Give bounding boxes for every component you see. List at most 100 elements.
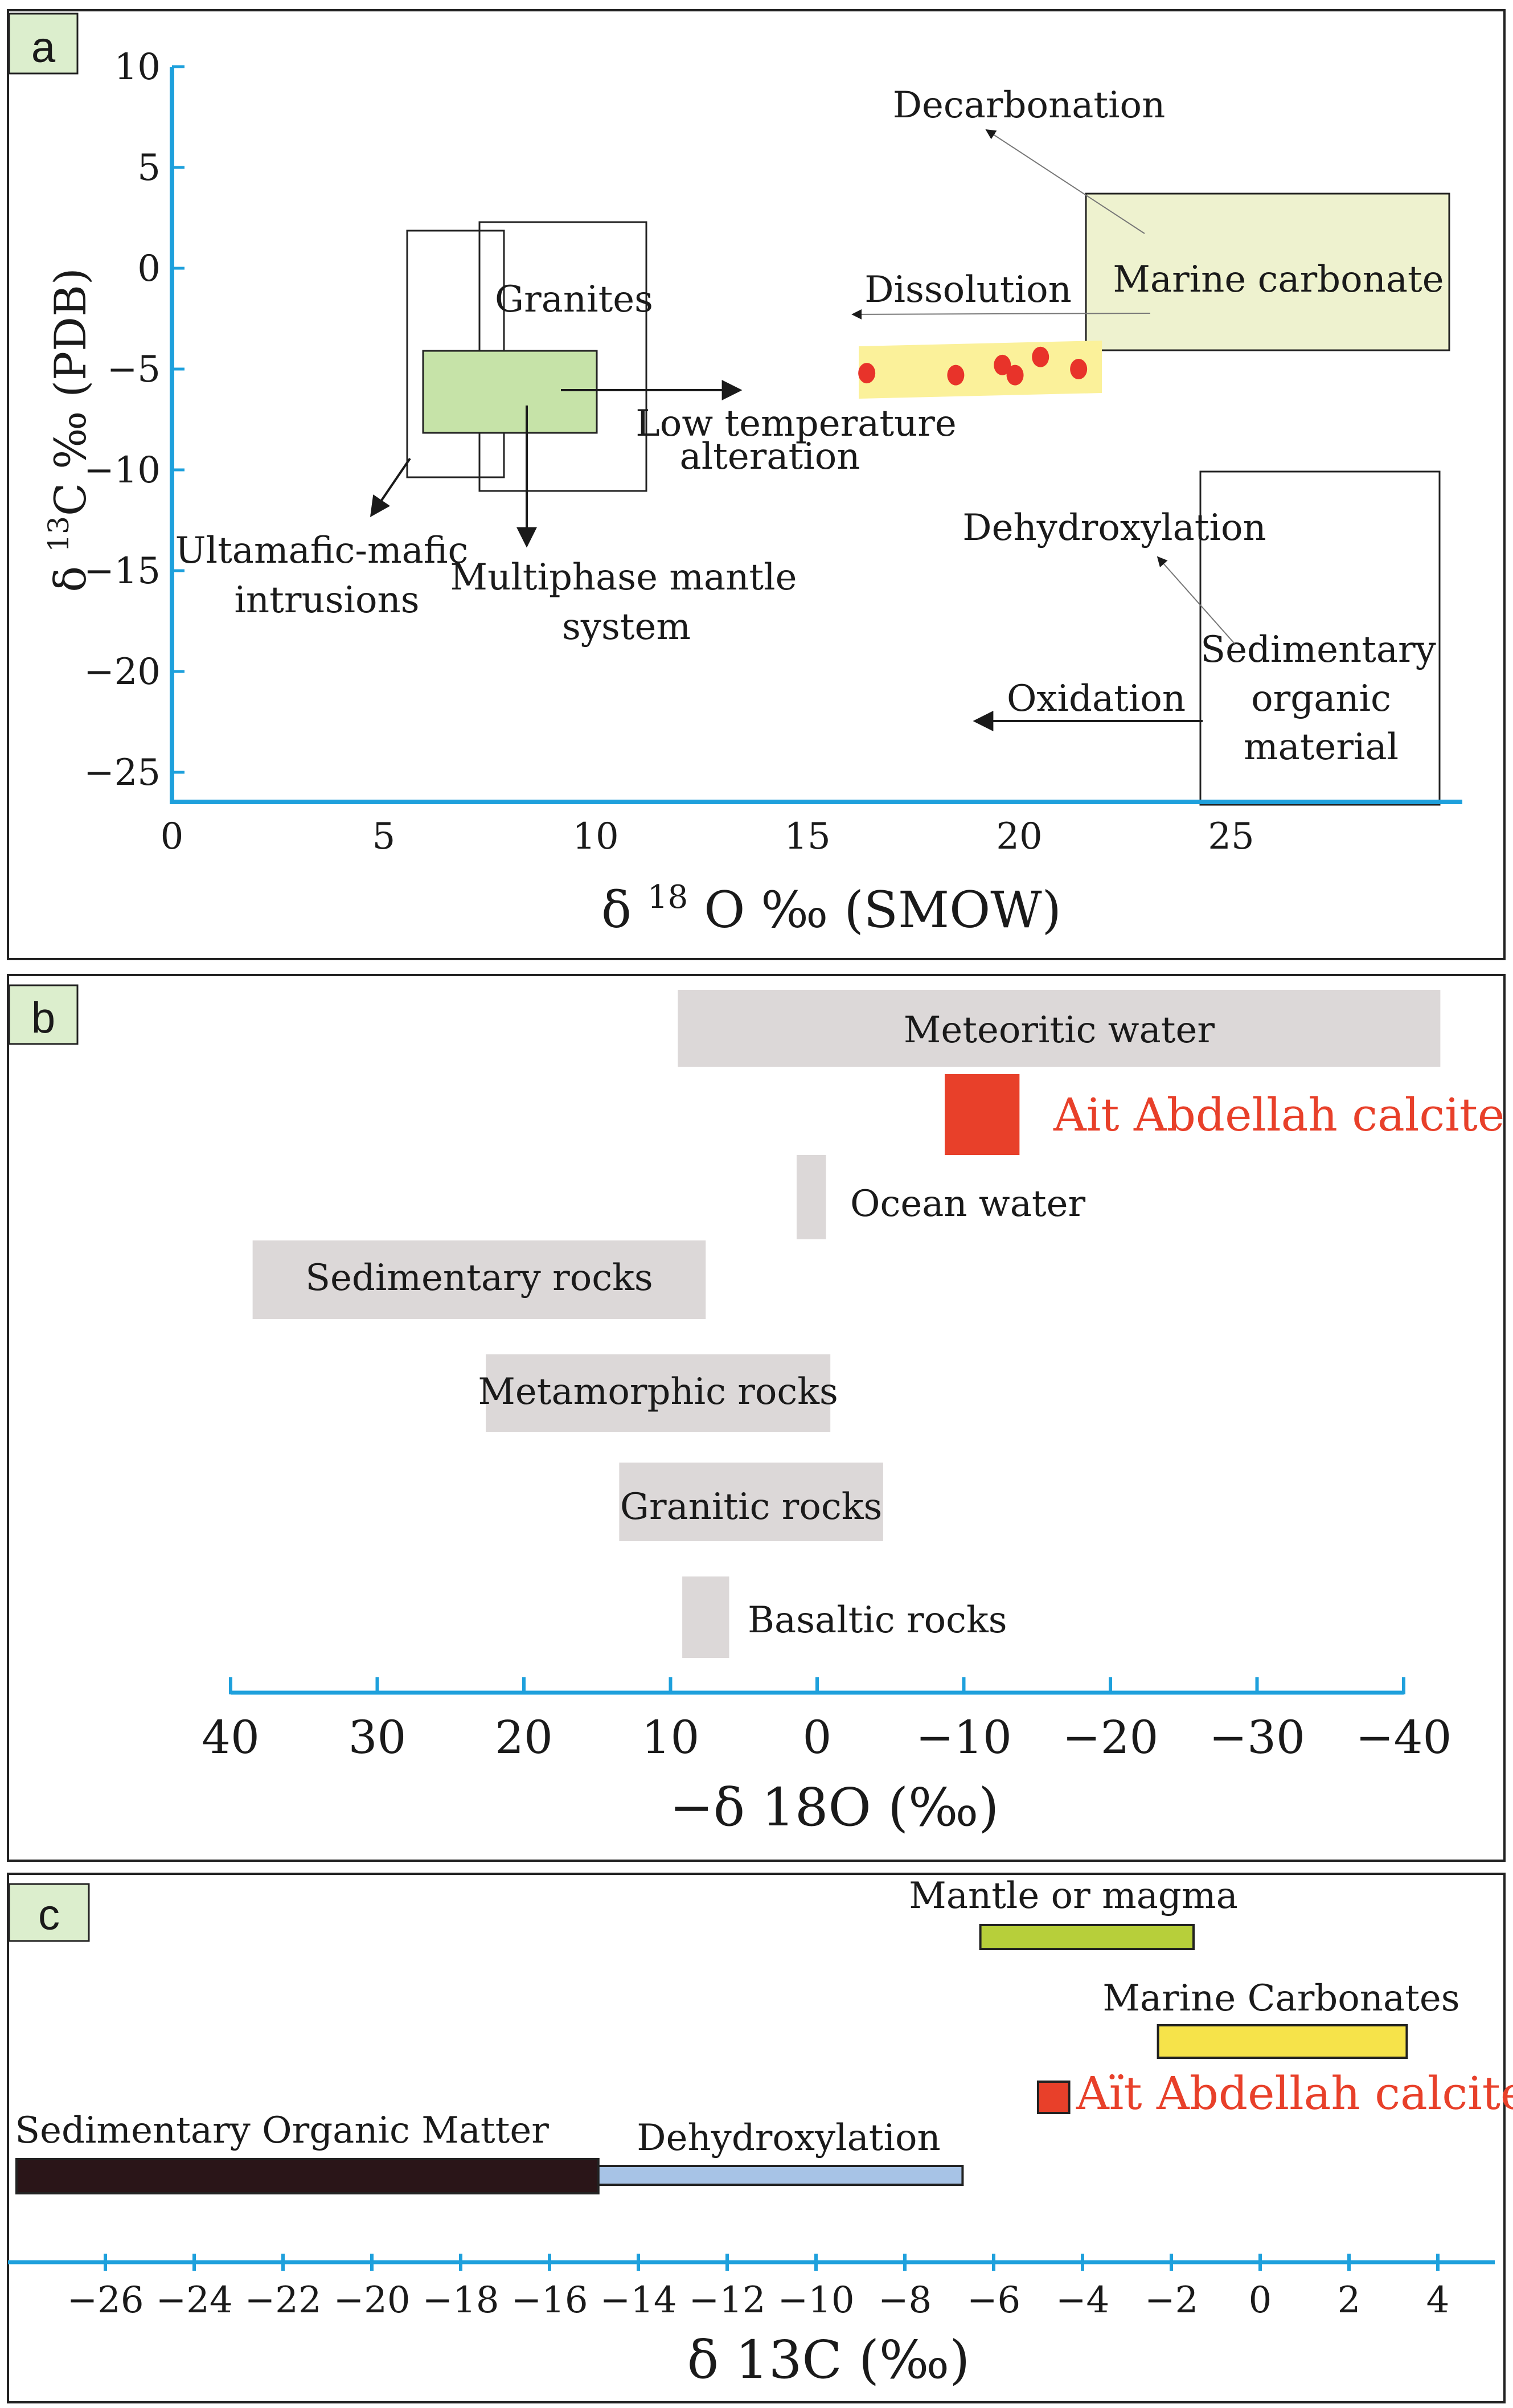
sample-point — [1070, 359, 1088, 379]
range-label-ait-abdellah-calcite: Ait Abdellah calcite — [1053, 1088, 1504, 1141]
panel-c-x-tick-label: −16 — [511, 2279, 588, 2321]
sample-point — [947, 365, 965, 386]
panel-a-y-title: δ 13C ‰ (PDB) — [42, 268, 96, 592]
panel-a-x-tick-label: 0 — [161, 816, 184, 858]
panel-a-x-tick-label: 10 — [572, 816, 618, 858]
panel-b-x-tick-label: −30 — [1209, 1711, 1305, 1764]
label-sed-org-3: material — [1244, 726, 1399, 768]
panel-c-tag — [8, 1883, 90, 1942]
label-ultramafic-1: Ultamafic-mafic — [175, 530, 469, 572]
range-bar-meteoritic-water — [678, 990, 1441, 1067]
range-label-metamorphic-rocks: Metamorphic rocks — [478, 1371, 838, 1413]
panel-a-x-tick-label: 20 — [996, 816, 1042, 858]
range-label-mantle-or-magma: Mantle or magma — [909, 1875, 1237, 1917]
panel-c-frame — [7, 1873, 1506, 2403]
sample-point — [1006, 365, 1024, 386]
panel-b-x-tick-label: 0 — [803, 1711, 832, 1764]
label-sed-org-2: organic — [1251, 678, 1391, 720]
region-mantle-box — [422, 350, 598, 434]
panel-b-x-tick-label: −40 — [1356, 1711, 1452, 1764]
label-granites: Granites — [495, 279, 653, 321]
range-bar-ocean-water — [796, 1155, 826, 1239]
panel-a: a 10 5 0 −5 −10 −15 −20 −25 0 5 10 15 20 25 δ 18 O ‰… — [7, 9, 1506, 960]
panel-c-x-tick-label: 4 — [1426, 2279, 1450, 2321]
leader-dehydroxylation — [1157, 556, 1235, 644]
panel-a-y-tick-label: −10 — [84, 449, 161, 492]
panel-b-x-title: −δ 18O (‰) — [670, 1777, 999, 1838]
panel-c-x-tick-label: −18 — [422, 2279, 499, 2321]
panel-a-y-tick-label: −5 — [107, 349, 161, 391]
range-bar-sedimentary-organic-matter — [15, 2158, 600, 2194]
panel-c-x-tick-label: −22 — [244, 2279, 321, 2321]
panel-a-x-tick-label: 25 — [1208, 816, 1254, 858]
label-mantle-1: Multiphase mantle — [450, 556, 797, 599]
panel-a-letter: a — [31, 23, 56, 72]
range-label-sedimentary-rocks: Sedimentary rocks — [305, 1257, 653, 1299]
panel-a-frame — [7, 9, 1506, 960]
label-dissolution: Dissolution — [864, 269, 1072, 311]
panel-c-x-tick-label: 2 — [1338, 2279, 1361, 2321]
range-bar-granitic-rocks — [619, 1463, 883, 1541]
label-ultramafic-2: intrusions — [234, 579, 419, 621]
panel-a-y-tick-label: −15 — [84, 550, 161, 592]
panel-b-tag — [8, 984, 79, 1045]
sample-band — [859, 341, 1102, 399]
panel-c-x-title: δ 13C (‰) — [687, 2329, 970, 2390]
range-bar-metamorphic-rocks — [486, 1354, 831, 1432]
label-dehydroxylation-a: Dehydroxylation — [962, 507, 1266, 549]
range-label-a-t-abdellah-calcite: Aït Abdellah calcite — [1076, 2067, 1513, 2120]
range-bar-basaltic-rocks — [682, 1576, 729, 1658]
panel-a-y-tick-label: −25 — [84, 752, 161, 794]
panel-a-x-tick-label: 5 — [372, 816, 396, 858]
panel-a-x-title: δ 18 O ‰ (SMOW) — [601, 861, 1061, 939]
panel-b-x-tick-label: 20 — [495, 1711, 553, 1764]
panel-b-x-tick-label: −20 — [1063, 1711, 1159, 1764]
range-label-dehydroxylation: Dehydroxylation — [637, 2117, 940, 2159]
panel-c-x-tick-label: 0 — [1249, 2279, 1272, 2321]
label-marine-carbonate: Marine carbonate — [1113, 259, 1444, 301]
panel-a-x-ticks: 0 5 10 15 20 25 — [161, 816, 1254, 858]
panel-a-y-tick-label: −20 — [84, 651, 161, 693]
leader-dissolution — [851, 309, 1151, 320]
range-label-meteoritic-water: Meteoritic water — [904, 1009, 1215, 1051]
range-bar-marine-carbonates — [1157, 2024, 1408, 2059]
range-label-marine-carbonates: Marine Carbonates — [1102, 1977, 1459, 2020]
panel-c-x-tick-label: −20 — [333, 2279, 410, 2321]
label-mantle-2: system — [562, 606, 691, 648]
panel-a-x-tick-label: 15 — [784, 816, 830, 858]
range-bar-dehydroxylation — [597, 2165, 964, 2186]
panel-b-x-tick-label: 10 — [642, 1711, 700, 1764]
panel-c-x-tick-label: −26 — [67, 2279, 143, 2321]
panel-c-x-tick-label: −24 — [155, 2279, 232, 2321]
sample-points — [858, 346, 1088, 386]
range-bar-a-t-abdellah-calcite — [1037, 2081, 1071, 2114]
label-sed-org-1: Sedimentary — [1200, 629, 1436, 671]
region-marine-carbonate-box — [1085, 193, 1450, 351]
label-decarbonation: Decarbonation — [893, 84, 1166, 126]
panel-c-x-tick-label: −14 — [600, 2279, 676, 2321]
panel-c-x-tick-label: −10 — [777, 2279, 854, 2321]
panel-b-x-tick-label: 30 — [348, 1711, 407, 1764]
panel-c-letter: c — [38, 1891, 60, 1939]
leader-decarbonation — [985, 129, 1145, 234]
range-label-ocean-water: Ocean water — [850, 1183, 1085, 1225]
region-sedimentary-organic-box — [1199, 470, 1441, 806]
range-label-sedimentary-organic-matter: Sedimentary Organic Matter — [15, 2110, 549, 2152]
label-oxidation: Oxidation — [1007, 678, 1186, 720]
sample-point — [858, 363, 876, 384]
panel-c-x-tick-label: −8 — [878, 2279, 932, 2321]
label-low-temp-1: Low temperature — [635, 403, 956, 445]
panel-c-x-tick-label: −12 — [688, 2279, 765, 2321]
panel-a-tag — [8, 13, 79, 75]
range-bar-mantle-or-magma — [979, 1924, 1195, 1950]
range-bar-ait-abdellah-calcite — [945, 1074, 1020, 1155]
sample-point — [994, 354, 1011, 375]
range-label-granitic-rocks: Granitic rocks — [620, 1486, 883, 1528]
